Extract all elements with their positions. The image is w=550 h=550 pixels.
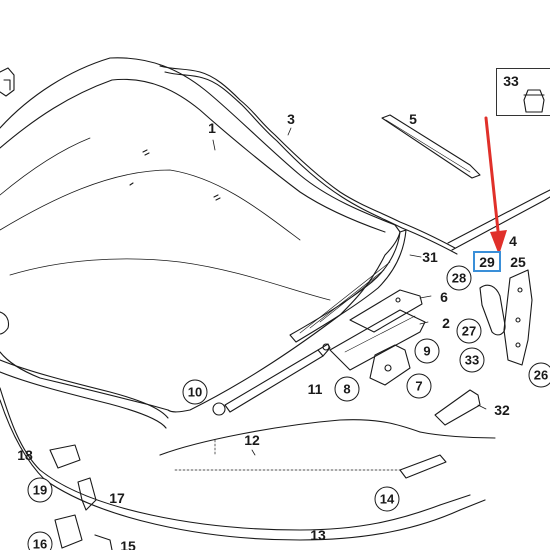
part-33-frame xyxy=(496,68,550,116)
circled-label-16: 16 xyxy=(27,531,53,550)
label-6: 6 xyxy=(440,289,448,305)
part-17 xyxy=(77,477,97,511)
label-4: 4 xyxy=(509,233,517,249)
label-11: 11 xyxy=(307,381,323,397)
label-2: 2 xyxy=(442,315,450,331)
cable-12 xyxy=(159,419,421,456)
hood-inner-contour-4 xyxy=(9,258,331,301)
circled-label-19: 19 xyxy=(27,477,53,503)
label-25: 25 xyxy=(510,254,526,270)
label-33-box: 33 xyxy=(503,73,519,89)
highlighted-part-29: 29 xyxy=(473,251,501,272)
seal-strip-4 xyxy=(447,189,550,251)
latch-9 xyxy=(369,344,411,386)
hood-lower-edge xyxy=(0,359,169,419)
label-13: 13 xyxy=(310,527,326,543)
red-arrow-indicator xyxy=(484,116,507,255)
label-32: 32 xyxy=(494,402,510,418)
circled-label-27: 27 xyxy=(456,318,482,344)
label-5: 5 xyxy=(409,111,417,127)
hood-inner-contour-3 xyxy=(0,169,301,241)
bracket-2 xyxy=(329,309,426,371)
label-17: 17 xyxy=(109,490,125,506)
circled-label-33: 33 xyxy=(459,347,485,373)
circled-label-8: 8 xyxy=(334,376,360,402)
hood-outline xyxy=(0,57,401,413)
seal-strip-3 xyxy=(159,65,456,249)
part-18 xyxy=(49,444,81,469)
label-3: 3 xyxy=(287,111,295,127)
label-15: 15 xyxy=(120,538,136,550)
circled-label-28: 28 xyxy=(446,265,472,291)
hood-inner-contour-2 xyxy=(0,137,91,196)
label-12: 12 xyxy=(244,432,260,448)
cable-13b xyxy=(0,399,461,541)
bracket-32 xyxy=(434,389,481,426)
bracket-6 xyxy=(349,289,423,333)
circled-label-9: 9 xyxy=(414,338,440,364)
label-1: 1 xyxy=(208,120,216,136)
circled-label-10: 10 xyxy=(182,379,208,405)
circled-label-7: 7 xyxy=(406,373,432,399)
part-16 xyxy=(54,514,83,549)
label-18: 18 xyxy=(17,447,33,463)
hood-lower-edge-2 xyxy=(0,371,167,429)
seal-strip-5 xyxy=(381,114,481,179)
seal-strip-31 xyxy=(289,229,407,343)
circled-label-26: 26 xyxy=(528,362,550,388)
label-31: 31 xyxy=(422,249,438,265)
hinge-25 xyxy=(503,269,533,366)
hinge-part-29 xyxy=(479,284,506,336)
cable-13 xyxy=(0,387,441,531)
hood-inner-contour xyxy=(0,78,386,233)
housing-14 xyxy=(399,454,447,479)
clip-top-left xyxy=(0,67,15,97)
circled-label-14: 14 xyxy=(374,486,400,512)
clip-33 xyxy=(523,89,545,113)
